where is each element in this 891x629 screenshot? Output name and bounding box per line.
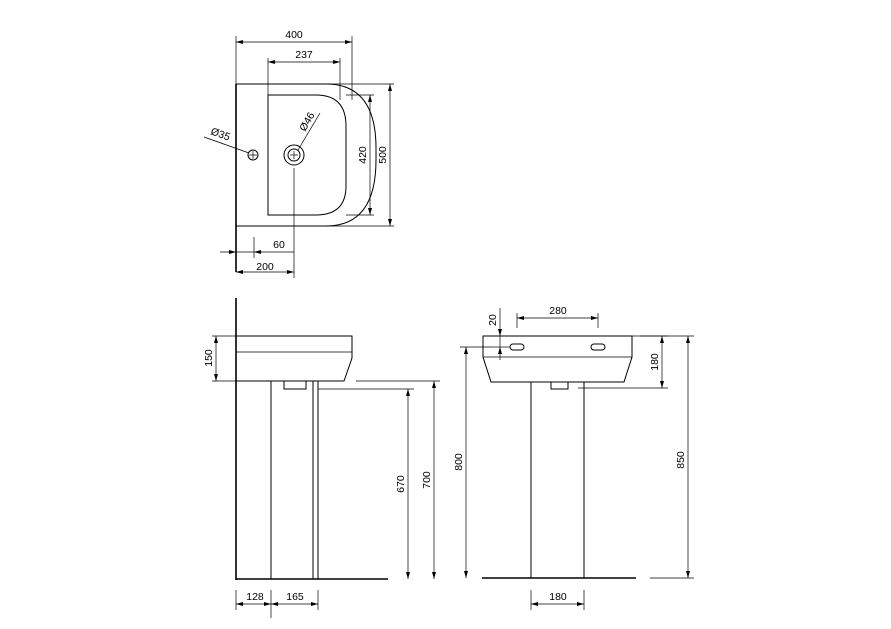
- basin-outline-top: [236, 83, 377, 227]
- side-view: 150 670 700 128 165: [203, 298, 440, 618]
- dim-pedestal-depth-label: 165: [286, 591, 304, 603]
- tap-hole: [247, 149, 259, 161]
- dim-depth-label: 500: [377, 146, 389, 164]
- front-view: 280 20 180 800 850 180: [453, 305, 694, 610]
- waste-front: [550, 381, 569, 390]
- dim-pedestal-inner-label: 670: [395, 475, 407, 493]
- dim-waste-offset-label: 60: [273, 239, 285, 251]
- fixing-hole-left: [509, 343, 525, 351]
- dim-fixing-height-label: 20: [487, 314, 499, 326]
- top-view: 400 237 420 500 Ø35 Ø46 60: [203, 29, 394, 278]
- dim-wall-gap-label: 128: [246, 591, 264, 603]
- basin-side: [236, 335, 353, 382]
- dim-bowl-depth-label: 420: [357, 146, 369, 164]
- basin-front: [482, 335, 633, 383]
- dim-tap-hole-label: Ø35: [209, 126, 232, 144]
- dim-basin-height-label: 150: [203, 349, 215, 367]
- dim-bowl-width-label: 237: [295, 49, 313, 61]
- waste-outer: [283, 144, 305, 166]
- waste-inner: [287, 148, 301, 162]
- waste-side: [283, 380, 307, 390]
- dim-width-label: 400: [285, 29, 303, 41]
- dim-basin-height-front-label: 180: [649, 353, 661, 371]
- dim-total-height-label: 850: [675, 451, 687, 469]
- dim-fixing-spacing-label: 280: [549, 305, 567, 317]
- bowl-outline-top: [267, 94, 347, 216]
- dim-tap-offset-label: 200: [256, 261, 274, 273]
- dim-pedestal-width-label: 180: [549, 591, 567, 603]
- dim-rim-height-label: 800: [453, 453, 465, 471]
- dim-pedestal-outer-label: 700: [421, 471, 433, 489]
- fixing-hole-right: [590, 343, 606, 351]
